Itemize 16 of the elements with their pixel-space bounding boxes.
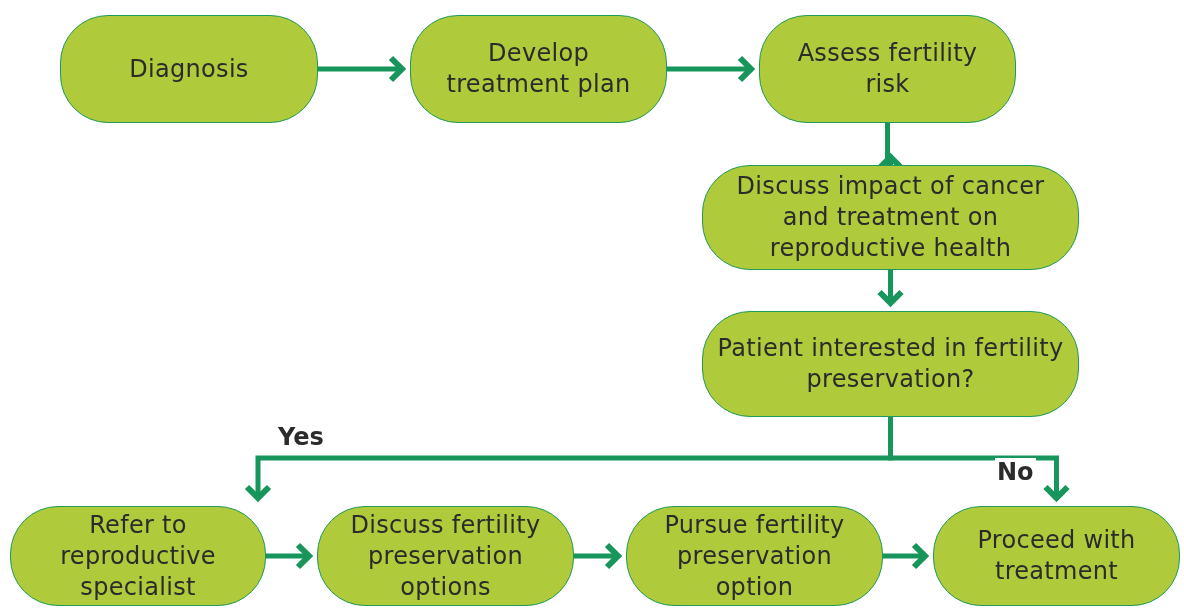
arrow [883, 542, 928, 570]
step-text: Patient interested in fertility preservation? [717, 333, 1064, 395]
step-text: Diagnosis [129, 53, 249, 85]
arrow [667, 55, 754, 83]
step-text: Refer to reproductive specialist [59, 509, 217, 603]
arrow [888, 417, 1071, 501]
arrow [574, 542, 621, 570]
arrow [318, 55, 405, 83]
step-text: Assess fertility risk [796, 38, 979, 100]
arrow [876, 270, 905, 306]
arrow [266, 542, 312, 570]
step-text: Pursue fertility preservation option [663, 509, 846, 603]
step-text: Discuss fertility preservation options [349, 509, 542, 603]
step-text: Discuss impact of cancer and treatment on reproductive health [735, 171, 1046, 264]
step-text: Proceed with treatment [976, 525, 1137, 587]
step-text: Develop treatment plan [445, 38, 632, 100]
